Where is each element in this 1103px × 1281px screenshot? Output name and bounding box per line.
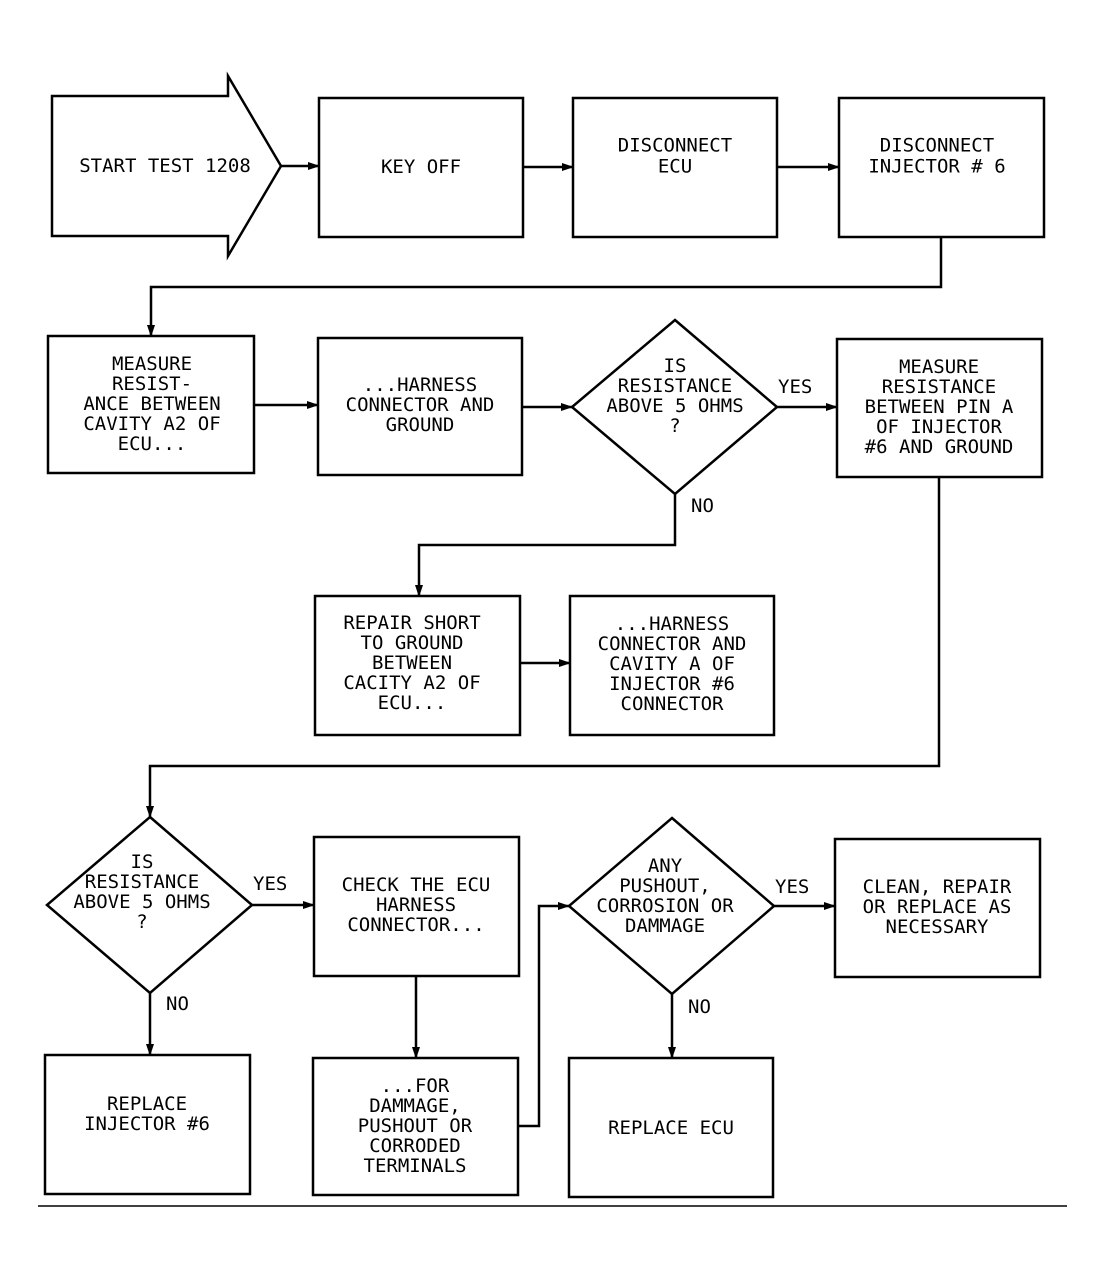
decision1-no-label: NO — [691, 495, 714, 517]
key-off-label: KEY OFF — [381, 156, 461, 178]
label-line: ...HARNESS — [615, 613, 729, 635]
label-line: RESISTANCE — [882, 376, 996, 398]
label-line: CONNECTOR AND — [598, 633, 747, 655]
label-line: RESIST- — [112, 373, 192, 395]
label-line: RESISTANCE — [85, 871, 199, 893]
label-line: PUSHOUT, — [619, 875, 711, 897]
label-line: CONNECTOR... — [347, 914, 484, 936]
replace-injector-box — [43, 1053, 252, 1196]
label-line: OF INJECTOR — [876, 416, 1002, 438]
label-line: CLEAN, REPAIR — [863, 876, 1012, 898]
label-line: REPLACE — [107, 1093, 187, 1115]
label-line: IS — [664, 355, 687, 377]
label-line: INJECTOR #6 — [609, 673, 735, 695]
check-ecu-box — [312, 835, 521, 978]
label-line: ANCE BETWEEN — [83, 393, 220, 415]
decision1-yes-label: YES — [778, 376, 812, 398]
label-line: CORROSION OR — [596, 895, 734, 917]
label-line: PUSHOUT OR — [358, 1115, 473, 1137]
label-line: ANY — [648, 855, 683, 877]
label-line: CORRODED — [369, 1135, 461, 1157]
label-line: DAMMAGE — [625, 915, 705, 937]
repair-short-box — [313, 594, 522, 737]
label-line: ECU... — [378, 692, 447, 714]
label-line: MEASURE — [112, 353, 192, 375]
label-line: CAVITY A OF — [609, 653, 735, 675]
label-line: REPLACE ECU — [608, 1117, 734, 1139]
label-line: KEY OFF — [381, 156, 461, 178]
measure-pin-a-box — [835, 337, 1044, 479]
label-line: GROUND — [386, 414, 455, 436]
label-line: HARNESS — [376, 894, 456, 916]
label-line: BETWEEN — [372, 652, 452, 674]
label-line: REPAIR SHORT — [343, 612, 480, 634]
label-line: IS — [131, 851, 154, 873]
label-line: DAMMAGE, — [369, 1095, 461, 1117]
label-line: INJECTOR # 6 — [868, 155, 1005, 177]
disconnect-injector-box — [837, 96, 1046, 239]
label-line: CACITY A2 OF — [343, 672, 480, 694]
label-line: DISCONNECT — [880, 134, 994, 156]
label-line: ? — [669, 415, 680, 437]
label-line: #6 AND GROUND — [865, 436, 1014, 458]
label-line: BETWEEN PIN A — [865, 396, 1014, 418]
label-line: CAVITY A2 OF — [83, 413, 220, 435]
decision2-yes-label: YES — [253, 873, 287, 895]
connector-decision1-no — [415, 494, 677, 597]
label-line: OR REPLACE AS — [863, 896, 1012, 918]
label-line: MEASURE — [899, 356, 979, 378]
label-line: ECU... — [118, 433, 187, 455]
label-line: CONNECTOR — [621, 693, 725, 715]
label-line: RESISTANCE — [618, 375, 732, 397]
label-line: ABOVE 5 OHMS — [73, 891, 210, 913]
connector-discinj-measure — [147, 237, 943, 337]
replace-ecu-label: REPLACE ECU — [608, 1117, 734, 1139]
label-line: TO GROUND — [361, 632, 464, 654]
key-off-box — [317, 96, 525, 239]
label-line: ? — [136, 911, 147, 933]
label-line: ...FOR — [381, 1075, 450, 1097]
decision3-no-label: NO — [688, 996, 711, 1018]
label-line: CONNECTOR AND — [346, 394, 495, 416]
connector-fordammage-decision3 — [518, 902, 570, 1128]
label-line: ...HARNESS — [363, 374, 477, 396]
decision3-yes-label: YES — [775, 876, 809, 898]
label-line: ABOVE 5 OHMS — [606, 395, 743, 417]
clean-repair-box — [833, 837, 1042, 979]
start-arrow-shape — [50, 71, 283, 261]
label-line: NECESSARY — [886, 916, 990, 938]
label-line: START TEST 1208 — [79, 155, 251, 177]
label-line: DISCONNECT — [618, 134, 732, 156]
label-line: INJECTOR #6 — [84, 1113, 210, 1135]
decision2-no-label: NO — [166, 993, 189, 1015]
connector-measure2-decision2 — [146, 477, 941, 818]
label-line: CHECK THE ECU — [342, 874, 491, 896]
label-line: TERMINALS — [364, 1155, 467, 1177]
start-label: START TEST 1208 — [79, 155, 251, 177]
label-line: ECU — [658, 155, 692, 177]
